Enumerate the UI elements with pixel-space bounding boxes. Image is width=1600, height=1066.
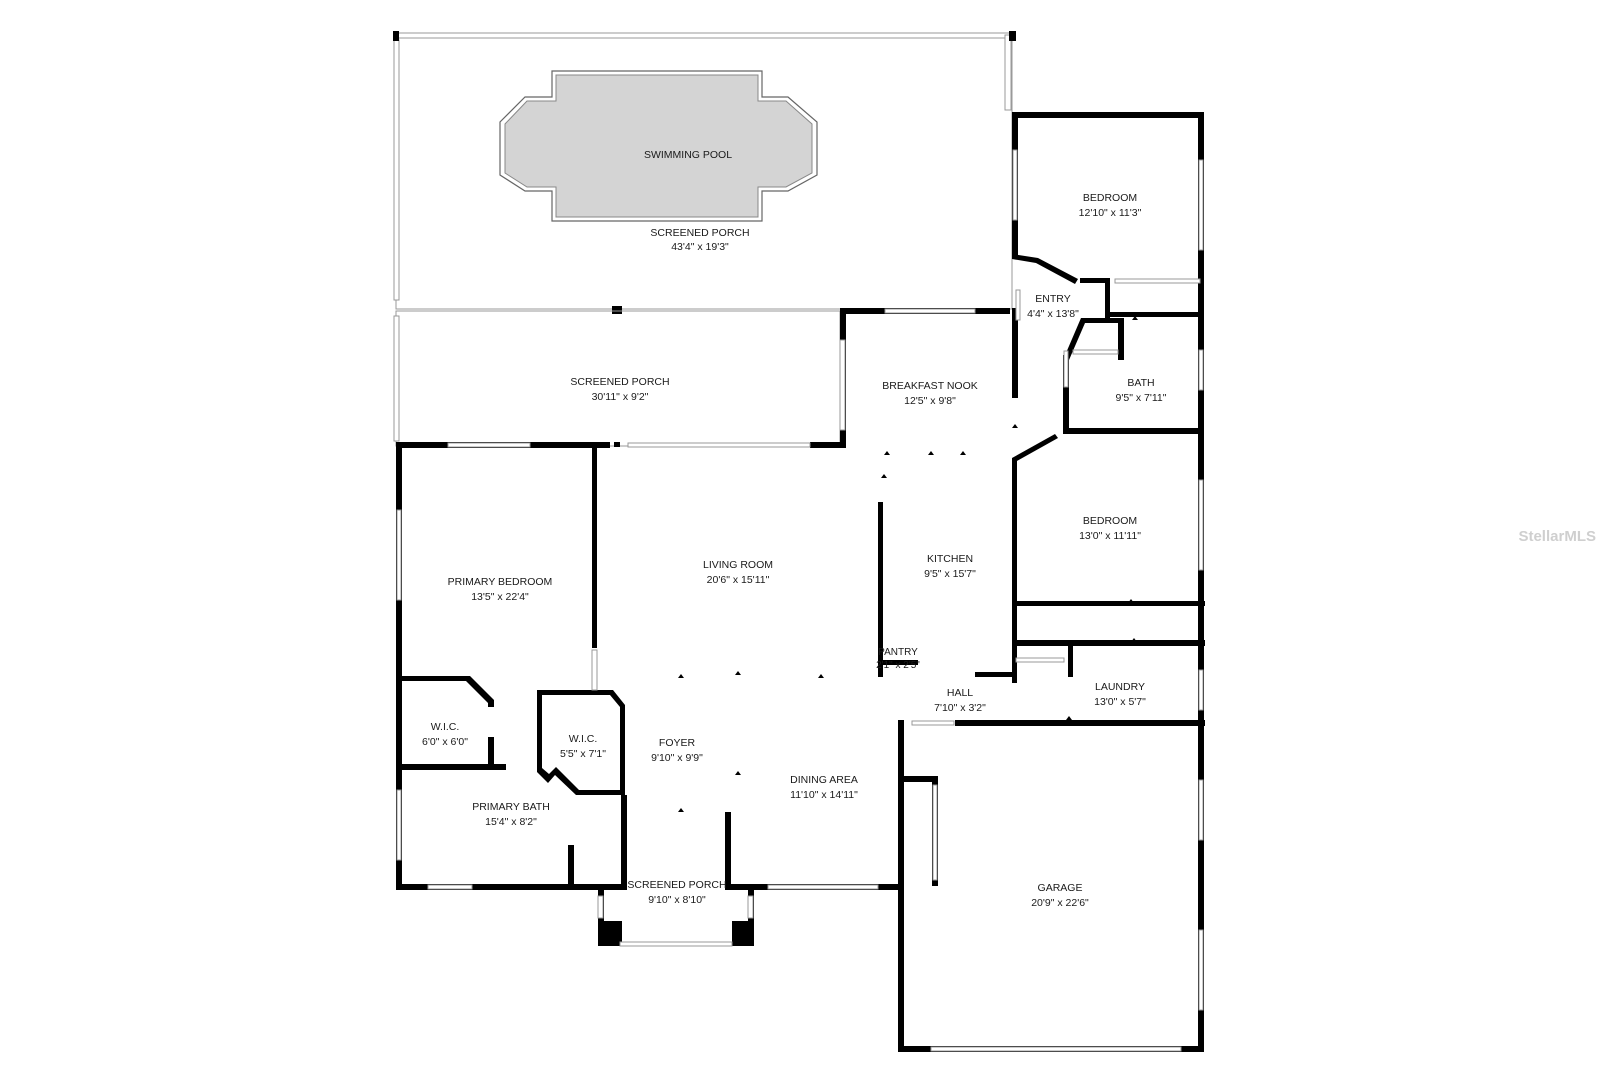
room-size-primary-bedroom: 13'5" x 22'4" (471, 591, 529, 603)
room-name-primary-bath: PRIMARY BATH (472, 801, 550, 813)
room-name-screened-porch-pool: SCREENED PORCH (650, 227, 749, 239)
room-name-wic-1: W.I.C. (431, 721, 460, 733)
room-name-foyer: FOYER (659, 737, 696, 749)
room-name-hall: HALL (947, 687, 973, 699)
room-size-hall: 7'10" x 3'2" (934, 702, 986, 714)
room-name-screened-porch-front: SCREENED PORCH (627, 879, 726, 891)
room-name-kitchen: KITCHEN (927, 553, 973, 565)
room-size-bedroom-e: 13'0" x 11'11" (1079, 530, 1141, 542)
room-name-dining-area: DINING AREA (790, 774, 858, 786)
room-size-living-room: 20'6" x 15'11" (707, 574, 770, 586)
swimming-pool (499, 70, 818, 222)
room-name-primary-bedroom: PRIMARY BEDROOM (448, 576, 553, 588)
room-labels: SWIMMING POOL SCREENED PORCH 43'4" x 19'… (422, 149, 1167, 909)
room-size-foyer: 9'10" x 9'9" (651, 752, 703, 764)
watermark: StellarMLS (1518, 528, 1596, 545)
room-size-garage: 20'9" x 22'6" (1031, 897, 1089, 909)
room-name-wic-2: W.I.C. (569, 733, 598, 745)
room-name-screened-porch-rear: SCREENED PORCH (570, 376, 669, 388)
windows (396, 149, 1204, 1052)
pool-post-nw (393, 31, 399, 41)
rear-porch-left-screen (393, 315, 400, 442)
room-name-laundry: LAUNDRY (1095, 681, 1145, 693)
room-size-dining-area: 11'10" x 14'11" (790, 789, 858, 801)
room-size-wic-2: 5'5" x 7'1" (560, 748, 606, 760)
room-size-bedroom-ne: 12'10" x 11'3" (1079, 207, 1142, 219)
room-size-screened-porch-pool: 43'4" x 19'3" (671, 241, 729, 253)
room-name-pantry: PANTRY (878, 647, 918, 658)
pool-label: SWIMMING POOL (644, 149, 732, 161)
pool-post-mid (612, 306, 622, 314)
room-name-living-room: LIVING ROOM (703, 559, 773, 571)
door-markers (678, 316, 1138, 812)
room-size-breakfast-nook: 12'5" x 9'8" (904, 395, 956, 407)
room-name-bedroom-ne: BEDROOM (1083, 192, 1137, 204)
room-size-bath: 9'5" x 7'11" (1116, 392, 1167, 404)
room-size-screened-porch-front: 9'10" x 8'10" (648, 894, 706, 906)
room-name-bedroom-e: BEDROOM (1083, 515, 1137, 527)
room-name-entry: ENTRY (1035, 293, 1070, 305)
room-name-bath: BATH (1127, 377, 1154, 389)
room-size-pantry: 2'1" x 2'5" (876, 660, 920, 671)
room-size-primary-bath: 15'4" x 8'2" (485, 816, 537, 828)
pool-post-ne (1009, 31, 1016, 41)
room-size-screened-porch-rear: 30'11" x 9'2" (592, 391, 649, 403)
room-name-garage: GARAGE (1038, 882, 1083, 894)
pool-water (504, 74, 813, 218)
room-size-wic-1: 6'0" x 6'0" (422, 736, 468, 748)
room-size-laundry: 13'0" x 5'7" (1094, 696, 1146, 708)
room-name-breakfast-nook: BREAKFAST NOOK (882, 380, 978, 392)
room-size-kitchen: 9'5" x 15'7" (924, 568, 976, 580)
room-size-entry: 4'4" x 13'8" (1027, 308, 1079, 320)
